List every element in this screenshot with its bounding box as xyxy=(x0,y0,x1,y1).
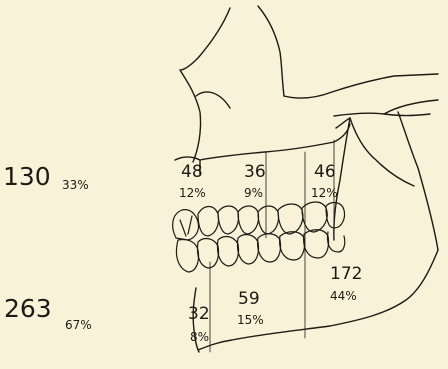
upper-middle-percent: 9% xyxy=(244,187,263,199)
upper-middle-count: 36 xyxy=(244,164,266,181)
zygomatic-curve xyxy=(334,113,430,116)
lower-posterior-count: 172 xyxy=(330,266,362,283)
cheek-curve xyxy=(284,74,438,98)
lower-teeth xyxy=(176,230,344,272)
lower-anterior-percent: 8% xyxy=(190,331,209,343)
upper-posterior-count: 46 xyxy=(314,164,336,181)
cranium-outline xyxy=(180,8,230,162)
lower-anterior-count: 32 xyxy=(188,306,210,323)
upper-anterior-count: 48 xyxy=(181,164,203,181)
lower-posterior-percent: 44% xyxy=(330,290,357,302)
upper-posterior-percent: 12% xyxy=(311,187,338,199)
mandible-outline xyxy=(198,250,438,350)
lower-middle-count: 59 xyxy=(238,291,260,308)
upper-anterior-percent: 12% xyxy=(179,187,206,199)
upper-teeth xyxy=(173,202,345,240)
upper-total-count: 130 xyxy=(3,164,51,189)
nasal-outline xyxy=(196,92,230,108)
upper-total-percent: 33% xyxy=(62,179,89,191)
orbit-curve xyxy=(258,6,284,96)
lower-total-percent: 67% xyxy=(65,319,92,331)
lower-total-count: 263 xyxy=(4,296,52,321)
zygomatic-tail xyxy=(384,100,438,114)
lower-middle-percent: 15% xyxy=(237,314,264,326)
